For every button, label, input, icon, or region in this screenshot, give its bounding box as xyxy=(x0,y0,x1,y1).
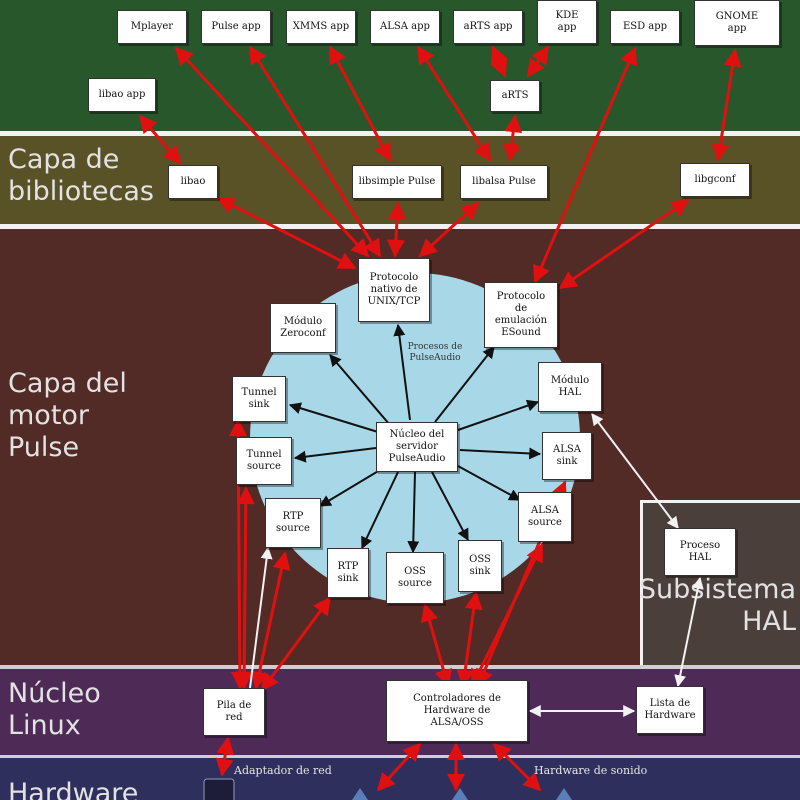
arrow xyxy=(492,742,542,792)
node-gnome-app: GNOME app xyxy=(694,0,780,46)
node-rtp-sink: RTP sink xyxy=(327,548,369,598)
kernel-layer-label: Núcleo Linux xyxy=(8,678,101,741)
arrow xyxy=(318,469,381,507)
node-alsa-source: ALSA source xyxy=(518,492,572,542)
arrow xyxy=(216,196,357,270)
arrow xyxy=(329,354,391,426)
white-arrows xyxy=(249,413,704,717)
node-pulse-app: Pulse app xyxy=(201,10,271,44)
arrow xyxy=(293,447,377,463)
arrow xyxy=(674,576,704,688)
node-libao: libao xyxy=(168,165,218,199)
node-esd-app: ESD app xyxy=(610,10,680,44)
modules-label: Procesos de PulseAudio xyxy=(407,342,463,363)
arrow xyxy=(260,596,332,692)
node-tunnel-source: Tunnel source xyxy=(236,437,292,485)
arrow xyxy=(393,323,411,421)
arrow xyxy=(711,48,742,162)
arrow xyxy=(138,114,182,165)
node-zeroconf-module: Módulo Zeroconf xyxy=(270,303,336,353)
arrow xyxy=(249,546,273,689)
node-alsa-oss-drivers: Controladores de Hardware de ALSA/OSS xyxy=(386,680,528,742)
arrow xyxy=(235,486,255,690)
hardware-layer-label: Hardware xyxy=(8,778,139,800)
network-adapter-icon xyxy=(203,778,235,800)
node-arts-app: aRTS app xyxy=(453,10,523,44)
node-oss-source: OSS source xyxy=(386,552,444,604)
arrow xyxy=(386,201,407,258)
arrow xyxy=(420,603,453,688)
arrow xyxy=(328,45,392,162)
arrow xyxy=(434,346,495,423)
node-native-protocol: Protocolo nativo de UNIX/TCP xyxy=(358,258,430,322)
arrow xyxy=(457,399,540,431)
arrow xyxy=(416,45,492,162)
sound-hardware-label: Hardware de sonido xyxy=(534,764,648,777)
black-arrows xyxy=(288,323,542,554)
node-oss-sink: OSS sink xyxy=(458,540,502,592)
sound-hardware-icon xyxy=(352,788,572,800)
node-libalsa-pulse: libalsa Pulse xyxy=(460,165,548,199)
arrow xyxy=(250,551,291,690)
node-libsimple-pulse: libsimple Pulse xyxy=(352,165,442,199)
node-mplayer: Mplayer xyxy=(117,10,187,44)
node-alsa-app: ALSA app xyxy=(370,10,440,44)
arrow xyxy=(407,471,420,554)
arrow xyxy=(526,45,550,78)
band-separator xyxy=(0,131,800,136)
arrow xyxy=(558,198,690,290)
arrow xyxy=(376,742,422,792)
node-hal-module: Módulo HAL xyxy=(538,362,602,412)
node-libgconf: libgconf xyxy=(680,163,750,197)
band-separator xyxy=(0,665,800,669)
node-tunnel-sink: Tunnel sink xyxy=(232,376,286,422)
arrow xyxy=(215,736,235,777)
arrow xyxy=(591,413,679,529)
arrow xyxy=(459,447,542,460)
node-kde-app: KDE app xyxy=(537,0,597,44)
libraries-layer-label: Capa de bibliotecas xyxy=(8,144,154,207)
engine-layer-label: Capa del motor Pulse xyxy=(8,368,127,463)
node-hardware-list: Lista de Hardware xyxy=(636,686,704,734)
arrow xyxy=(418,201,480,258)
node-hal-process: Proceso HAL xyxy=(664,528,736,576)
arrow xyxy=(456,591,483,688)
node-arts: aRTS xyxy=(490,80,540,112)
node-esound-protocol: Protocolo de emulación ESound xyxy=(484,282,558,348)
node-rtp-source: RTP source xyxy=(265,498,321,548)
node-libao-app: libao app xyxy=(88,78,156,112)
arrow xyxy=(457,465,522,501)
arrow xyxy=(502,114,523,162)
network-adapter-label: Adaptador de red xyxy=(234,764,332,777)
node-core-server: Núcleo del servidor PulseAudio xyxy=(376,422,458,472)
arrow xyxy=(533,46,637,284)
arrow xyxy=(431,471,469,542)
node-network-stack: Pila de red xyxy=(203,688,265,736)
arrow xyxy=(490,45,508,78)
arrow xyxy=(248,45,382,258)
arrow xyxy=(288,402,379,433)
hal-layer-label: Subsistema HAL xyxy=(638,574,796,637)
node-alsa-sink: ALSA sink xyxy=(542,432,592,480)
arrow xyxy=(361,471,399,550)
node-xmms-app: XMMS app xyxy=(286,10,356,44)
